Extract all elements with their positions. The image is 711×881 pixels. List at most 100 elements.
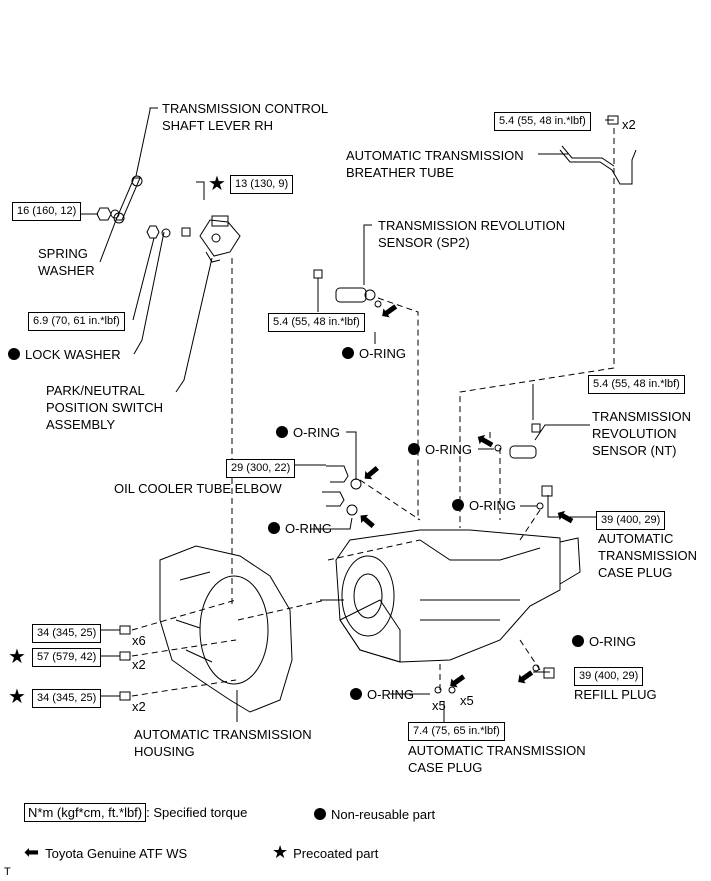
label-line: TRANSMISSION REVOLUTION bbox=[378, 218, 566, 233]
label-line: WASHER bbox=[38, 263, 95, 278]
torque-case-plug-bottom: 7.4 (75, 65 in.*lbf) bbox=[408, 722, 505, 741]
non-reusable-dot-icon bbox=[268, 522, 280, 534]
label-text: O-RING bbox=[367, 687, 414, 702]
corner-mark: T bbox=[4, 866, 11, 878]
label-o-ring-case-plug: O-RING bbox=[452, 497, 516, 514]
label-text: O-RING bbox=[425, 442, 472, 457]
label-line: POSITION SWITCH bbox=[46, 400, 163, 415]
non-reusable-dot-icon bbox=[350, 688, 362, 700]
precoated-star-icon: ★ bbox=[8, 686, 26, 708]
label-text: LOCK WASHER bbox=[25, 347, 121, 362]
label-oil-cooler-elbow: OIL COOLER TUBE ELBOW bbox=[114, 481, 282, 496]
label-case-plug-right: AUTOMATIC TRANSMISSION CASE PLUG bbox=[598, 530, 697, 581]
dashed-assembly-lines bbox=[131, 128, 615, 697]
label-o-ring-sp2: O-RING bbox=[342, 345, 406, 362]
label-text: O-RING bbox=[285, 521, 332, 536]
case-plug-right bbox=[536, 485, 553, 510]
legend-atf-text: Toyota Genuine ATF WS bbox=[45, 846, 188, 861]
label-text: O-RING bbox=[469, 498, 516, 513]
label-line: HOUSING bbox=[134, 744, 195, 759]
transmission-body bbox=[320, 529, 581, 663]
transmission-housing bbox=[159, 545, 293, 713]
label-o-ring-cooler-top: O-RING bbox=[276, 424, 340, 441]
qty-housing-bolt-1: x6 bbox=[132, 633, 146, 648]
qty-housing-bolt-2: x2 bbox=[132, 657, 146, 672]
torque-case-plug-right: 39 (400, 29) bbox=[596, 511, 666, 530]
qty-case-plug-o-ring: x5 bbox=[432, 698, 446, 713]
label-line: SENSOR (NT) bbox=[592, 443, 677, 458]
precoated-star-icon: ★ bbox=[208, 173, 226, 195]
leader-lines bbox=[40, 107, 614, 724]
precoated-star-icon: ★ bbox=[272, 842, 289, 862]
torque-housing-bolt-3: 34 (345, 25) bbox=[32, 689, 102, 708]
label-text: O-RING bbox=[589, 634, 636, 649]
label-o-ring-bottom: O-RING bbox=[350, 686, 414, 703]
label-line: CASE PLUG bbox=[408, 760, 483, 775]
atf-arrow-icon: ⬅ bbox=[24, 842, 40, 862]
legend-torque-desc: : Specified torque bbox=[146, 805, 248, 820]
lever-nut bbox=[96, 207, 120, 221]
label-line: AUTOMATIC TRANSMISSION bbox=[408, 743, 586, 758]
qty-case-plug-bottom: x5 bbox=[460, 693, 474, 708]
label-line: TRANSMISSION CONTROL bbox=[162, 101, 329, 116]
label-line: AUTOMATIC bbox=[598, 531, 674, 546]
label-line: ASSEMBLY bbox=[46, 417, 116, 432]
label-line: PARK/NEUTRAL bbox=[46, 383, 145, 398]
label-o-ring-nt: O-RING bbox=[408, 441, 472, 458]
qty-housing-bolt-3: x2 bbox=[132, 699, 146, 714]
legend-torque: N*m (kgf*cm, ft.*lbf): Specified torque bbox=[24, 803, 248, 822]
oil-cooler-elbows bbox=[322, 465, 362, 516]
bottom-case-plug bbox=[434, 664, 555, 694]
label-line: SHAFT LEVER RH bbox=[162, 118, 274, 133]
label-line: BREATHER TUBE bbox=[346, 165, 454, 180]
label-text: O-RING bbox=[359, 346, 406, 361]
torque-housing-bolt-2: 57 (579, 42) bbox=[32, 648, 102, 667]
sp2-sensor bbox=[313, 269, 382, 308]
precoated-star-icon: ★ bbox=[8, 646, 26, 668]
torque-switch-bolt: 13 (130, 9) bbox=[230, 175, 294, 194]
non-reusable-dot-icon bbox=[342, 347, 354, 359]
non-reusable-dot-icon bbox=[276, 426, 288, 438]
label-o-ring-refill: O-RING bbox=[572, 633, 636, 650]
label-case-plug-bottom: AUTOMATIC TRANSMISSION CASE PLUG bbox=[408, 742, 586, 776]
label-o-ring-cooler-bottom: O-RING bbox=[268, 520, 332, 537]
torque-switch-nut: 6.9 (70, 61 in.*lbf) bbox=[28, 312, 125, 331]
housing-bolts bbox=[119, 625, 131, 701]
torque-lever-nut: 16 (160, 12) bbox=[12, 202, 82, 221]
non-reusable-dot-icon bbox=[314, 808, 326, 820]
torque-nt-bolt: 5.4 (55, 48 in.*lbf) bbox=[588, 375, 685, 394]
torque-refill-plug: 39 (400, 29) bbox=[574, 667, 644, 686]
breather-tube bbox=[559, 115, 637, 185]
label-spring-washer: SPRING WASHER bbox=[38, 245, 95, 279]
label-housing: AUTOMATIC TRANSMISSION HOUSING bbox=[134, 726, 312, 760]
label-park-neutral-switch: PARK/NEUTRAL POSITION SWITCH ASSEMBLY bbox=[46, 382, 163, 433]
nt-sensor bbox=[494, 423, 541, 459]
label-refill-plug: REFILL PLUG bbox=[574, 687, 657, 702]
label-line: SPRING bbox=[38, 246, 88, 261]
non-reusable-dot-icon bbox=[408, 443, 420, 455]
legend-non-reusable-text: Non-reusable part bbox=[331, 807, 436, 822]
qty-breather-bolt: x2 bbox=[622, 117, 636, 132]
legend-torque-key: N*m (kgf*cm, ft.*lbf) bbox=[24, 803, 147, 822]
non-reusable-dot-icon bbox=[452, 499, 464, 511]
torque-housing-bolt-1: 34 (345, 25) bbox=[32, 624, 102, 643]
label-breather-tube: AUTOMATIC TRANSMISSION BREATHER TUBE bbox=[346, 147, 524, 181]
torque-breather-bolt: 5.4 (55, 48 in.*lbf) bbox=[494, 112, 591, 131]
park-neutral-switch bbox=[146, 215, 241, 263]
torque-sp2-bolt: 5.4 (55, 48 in.*lbf) bbox=[268, 313, 365, 332]
legend-precoated-text: Precoated part bbox=[293, 846, 379, 861]
label-line: REVOLUTION bbox=[592, 426, 677, 441]
legend-atf: ⬅ Toyota Genuine ATF WS bbox=[24, 842, 188, 862]
non-reusable-dot-icon bbox=[8, 348, 20, 360]
label-control-shaft-lever: TRANSMISSION CONTROL SHAFT LEVER RH bbox=[162, 100, 328, 134]
label-line: SENSOR (SP2) bbox=[378, 235, 470, 250]
label-sp2-sensor: TRANSMISSION REVOLUTION SENSOR (SP2) bbox=[378, 217, 565, 251]
label-line: TRANSMISSION bbox=[592, 409, 691, 424]
label-line: TRANSMISSION bbox=[598, 548, 697, 563]
label-lock-washer: LOCK WASHER bbox=[8, 346, 121, 363]
label-line: AUTOMATIC TRANSMISSION bbox=[346, 148, 524, 163]
label-nt-sensor: TRANSMISSION REVOLUTION SENSOR (NT) bbox=[592, 408, 691, 459]
label-line: CASE PLUG bbox=[598, 565, 673, 580]
label-text: O-RING bbox=[293, 425, 340, 440]
